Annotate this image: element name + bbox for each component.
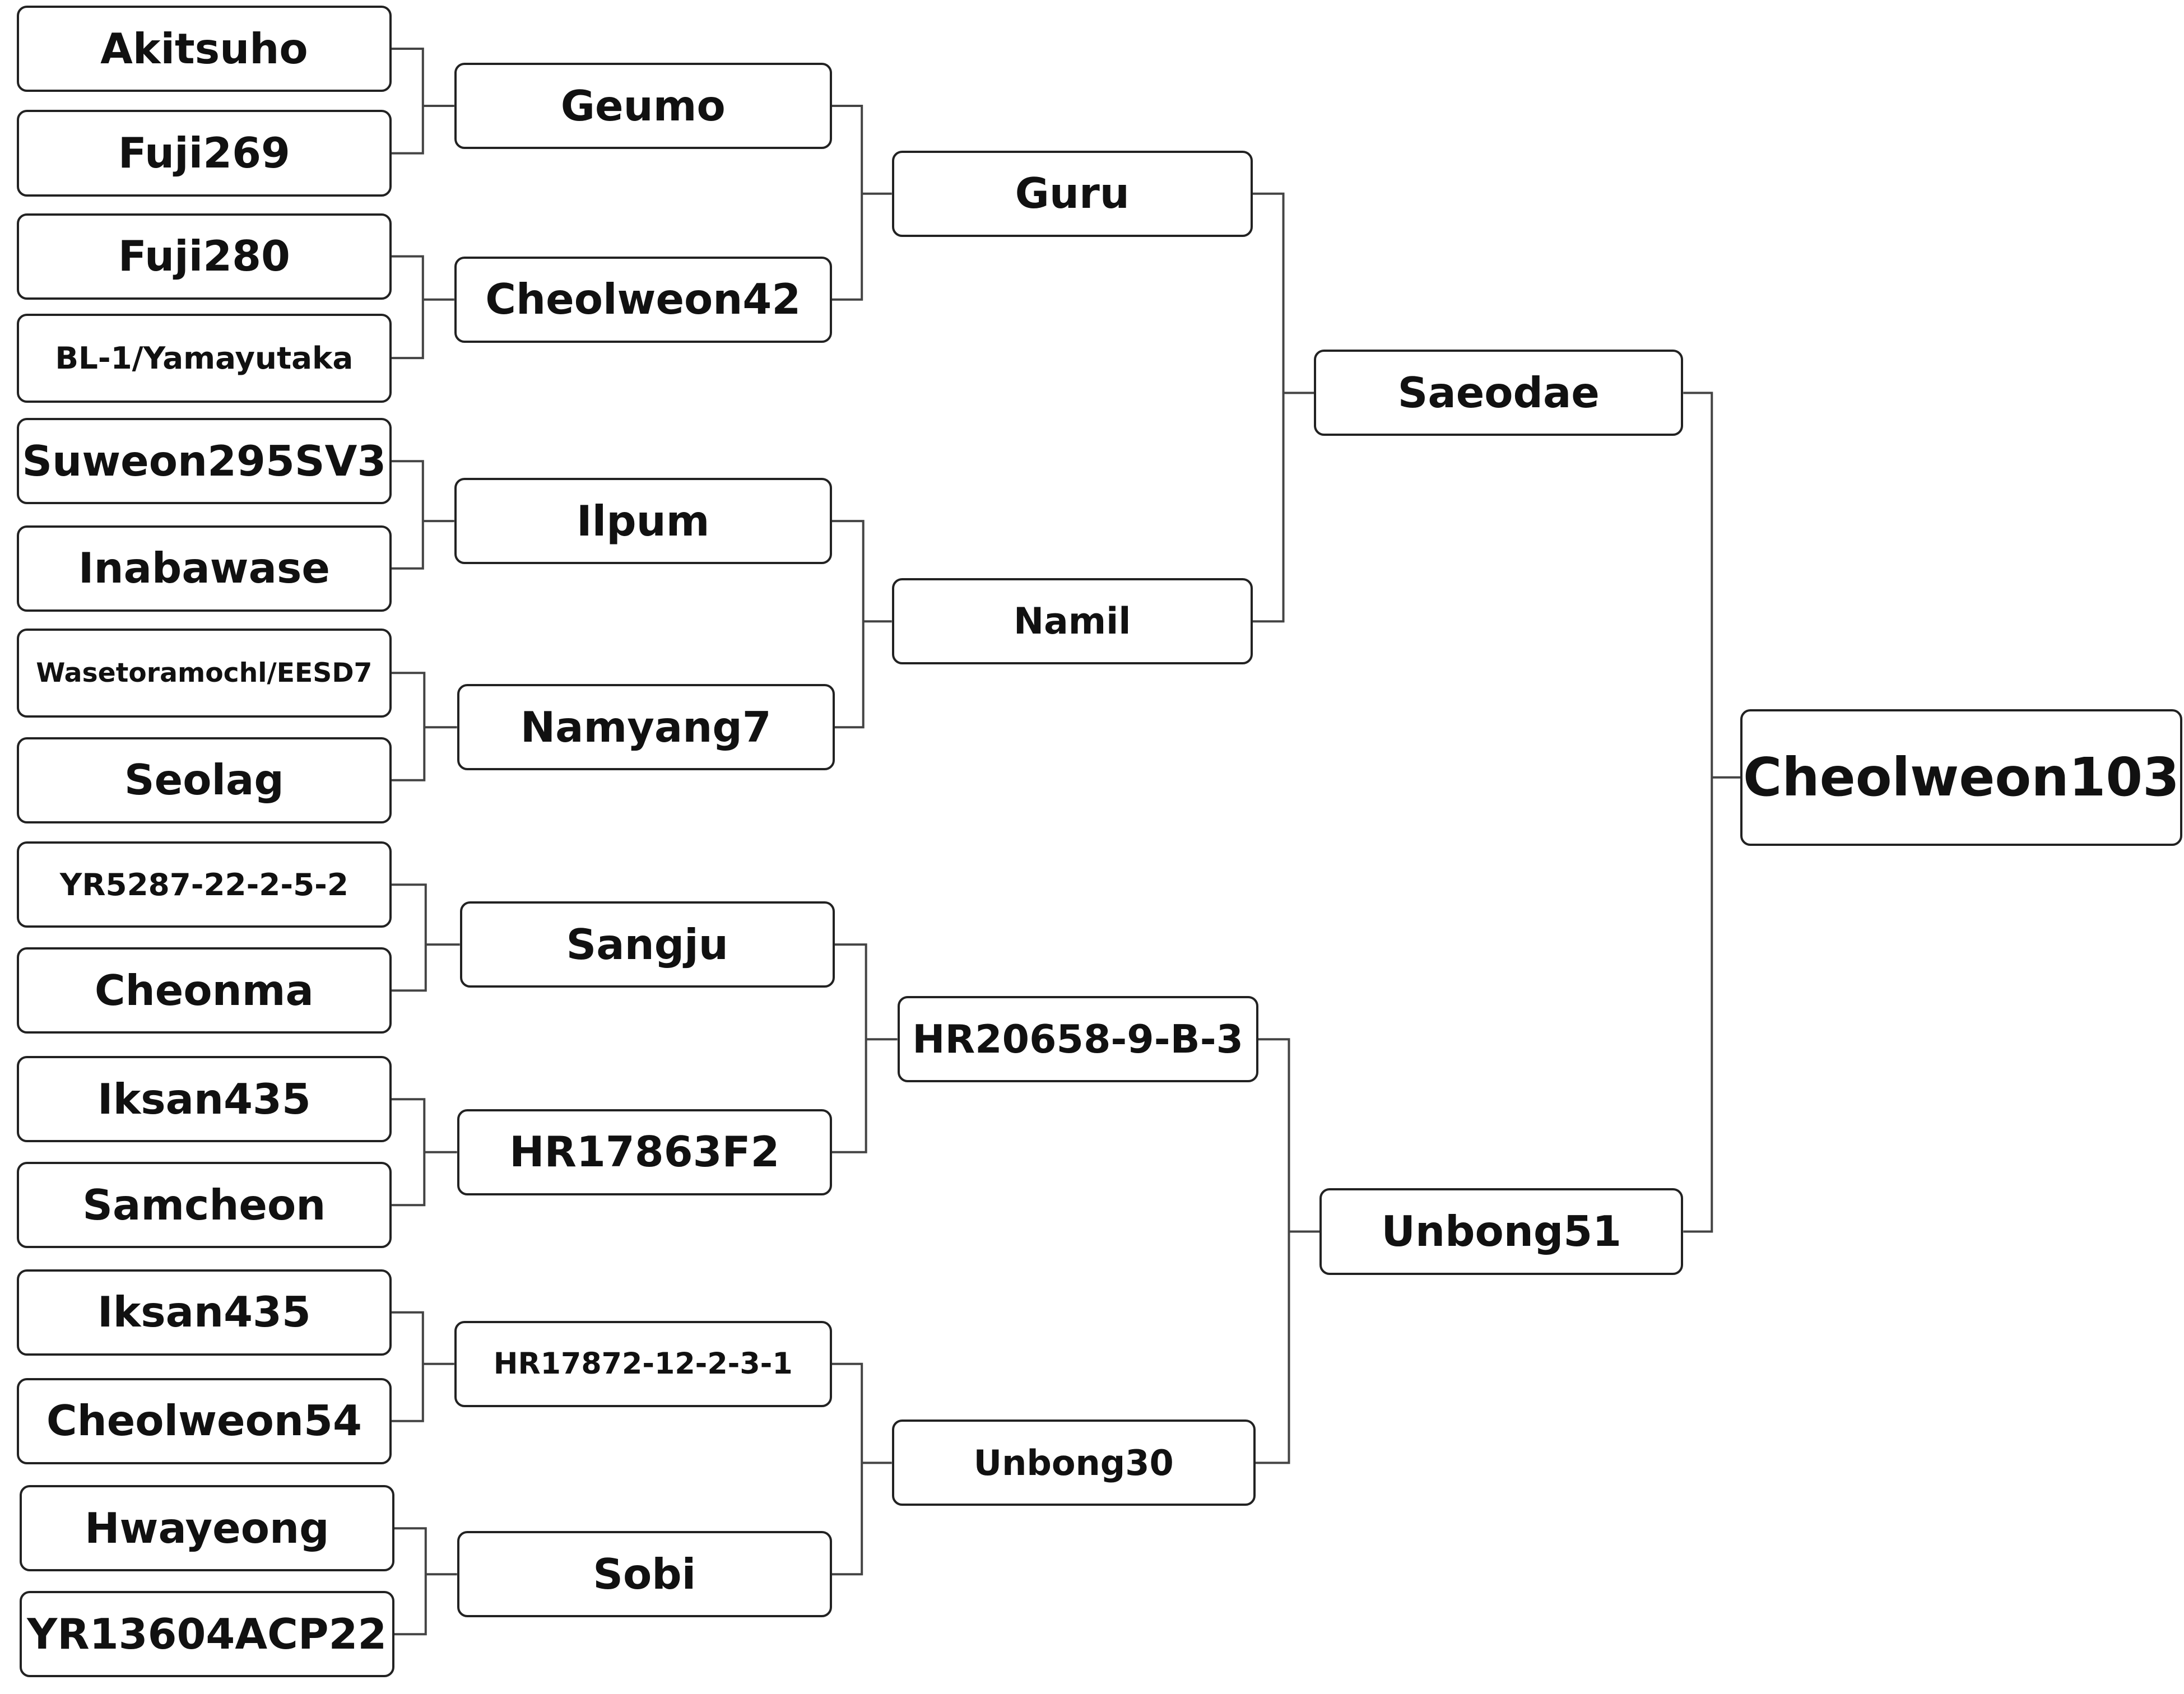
node-guru: Guru [891, 150, 1253, 237]
node-namil: Namil [891, 578, 1253, 665]
node-iksan1: Iksan435 [16, 1056, 392, 1143]
node-sangju: Sangju [459, 901, 835, 988]
node-inaba: Inabawase [16, 525, 392, 612]
connector-namyang [391, 672, 457, 781]
node-bl1: BL-1/Yamayutaka [16, 313, 392, 403]
connector-sangju [391, 883, 460, 992]
node-yr13604: YR13604ACP22 [19, 1591, 394, 1678]
node-suweon: Suweon295SV3 [16, 418, 392, 505]
connector-unbong30 [831, 1362, 892, 1576]
connector-ilpum [391, 460, 454, 570]
node-samcheon: Samcheon [16, 1162, 392, 1249]
node-cw103: Cheolweon103 [1740, 709, 2182, 846]
node-hwayeong: Hwayeong [19, 1485, 394, 1572]
node-fuji280: Fuji280 [16, 213, 392, 300]
connector-cw103 [1683, 392, 1741, 1233]
node-akitsuho: Akitsuho [16, 5, 392, 92]
node-seolag: Seolag [16, 737, 392, 823]
connector-hr17863 [391, 1098, 457, 1207]
node-waseto: Wasetoramochl/EESD7 [16, 628, 392, 718]
node-ilpum: Ilpum [454, 478, 832, 565]
node-geumo: Geumo [454, 62, 832, 150]
connector-guru [831, 105, 892, 301]
connector-geumo [391, 48, 454, 155]
connector-namil [831, 520, 892, 729]
connector-unbong51 [1255, 1038, 1320, 1464]
node-iksan2: Iksan435 [16, 1269, 392, 1356]
connector-cw42 [391, 255, 454, 360]
node-cw42: Cheolweon42 [454, 256, 832, 343]
node-unbong51: Unbong51 [1319, 1188, 1684, 1275]
connector-hr17872 [391, 1311, 454, 1422]
node-yr5287: YR5287-22-2-5-2 [16, 841, 392, 928]
node-hr17863: HR17863F2 [457, 1109, 832, 1195]
connector-hr20658 [831, 943, 898, 1153]
node-unbong30: Unbong30 [891, 1420, 1256, 1506]
node-cw54: Cheolweon54 [16, 1377, 392, 1464]
node-hr17872: HR17872-12-2-3-1 [454, 1320, 832, 1407]
node-cheonma: Cheonma [16, 947, 392, 1034]
node-saeodae: Saeodae [1314, 350, 1684, 436]
node-hr20658: HR20658-9-B-3 [897, 996, 1258, 1083]
node-sobi: Sobi [457, 1531, 832, 1618]
node-namyang: Namyang7 [457, 684, 835, 771]
connector-saeodae [1252, 192, 1314, 623]
node-fuji269: Fuji269 [16, 110, 392, 197]
connector-sobi [394, 1527, 457, 1636]
